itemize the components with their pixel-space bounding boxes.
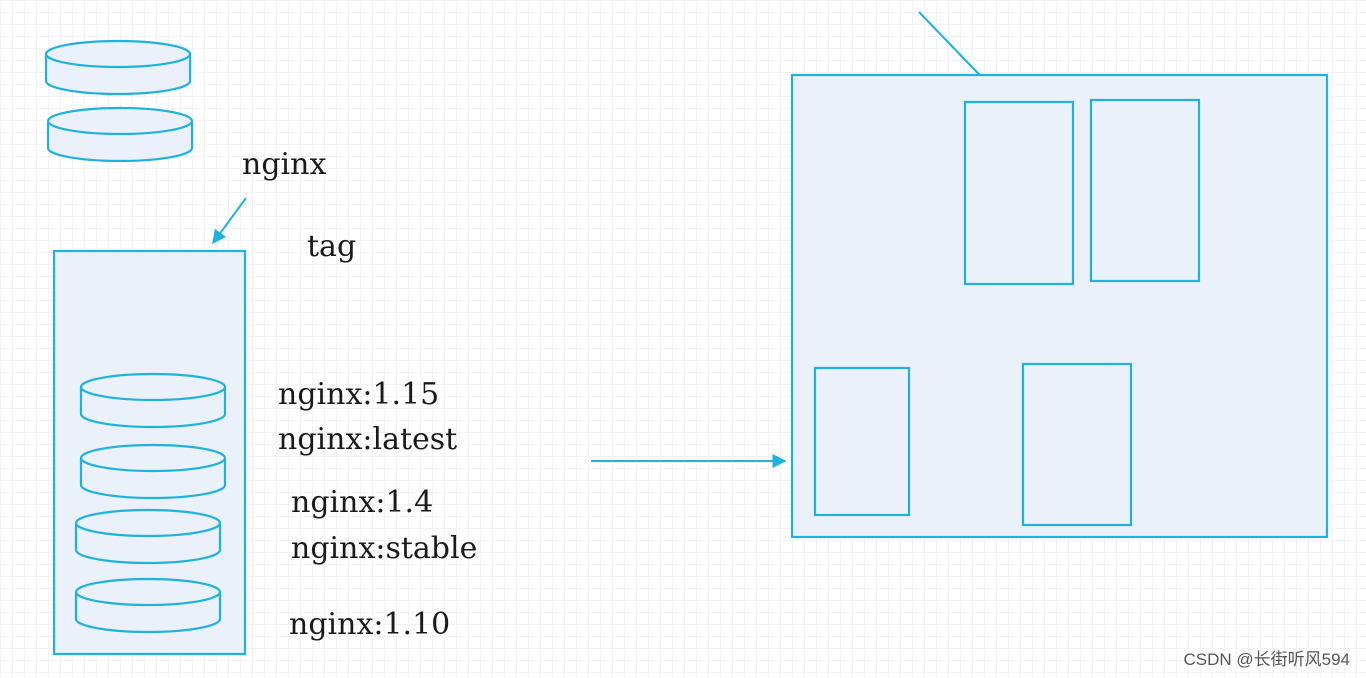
repository-arrow bbox=[212, 197, 247, 245]
tag-item: nginx:1.4 bbox=[291, 485, 434, 520]
tag-item: nginx:latest bbox=[278, 422, 458, 457]
tagged-image-disk bbox=[79, 443, 227, 500]
container-box bbox=[1089, 98, 1201, 283]
container-box bbox=[1021, 362, 1133, 527]
tag-item: nginx:1.10 bbox=[289, 607, 451, 642]
tag-item: nginx:1.15 bbox=[278, 377, 440, 412]
container-box bbox=[963, 100, 1075, 286]
repository-label: nginx bbox=[242, 147, 327, 182]
tagged-image-disk bbox=[79, 372, 227, 429]
loose-image-disk bbox=[44, 39, 192, 96]
container-box bbox=[813, 366, 911, 517]
tag-label: tag bbox=[307, 229, 357, 264]
tagged-image-disk bbox=[74, 508, 222, 565]
tagged-image-disk bbox=[74, 577, 222, 634]
loose-image-disk bbox=[46, 106, 194, 163]
watermark: CSDN @长街听风594 bbox=[1183, 650, 1350, 669]
tag-item: nginx:stable bbox=[291, 531, 478, 566]
